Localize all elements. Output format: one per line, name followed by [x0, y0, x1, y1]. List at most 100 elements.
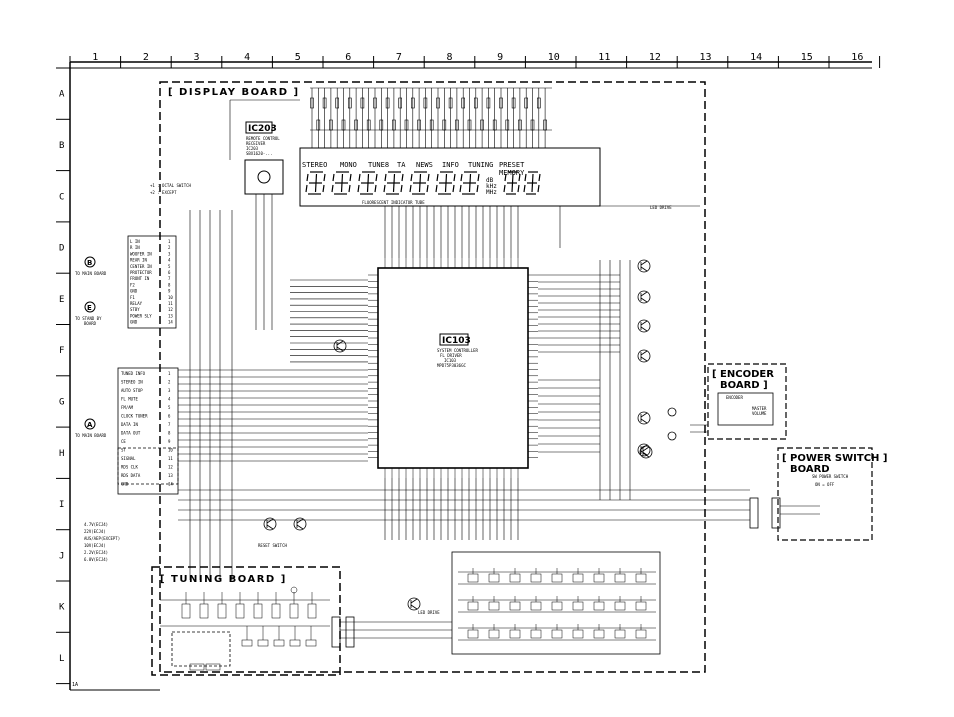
cn1-pin-number: 5 [168, 264, 171, 269]
fl-ind-mono: MONO [340, 161, 357, 169]
tuning-board-title: [ TUNING BOARD ] [160, 574, 287, 585]
cn1-pin-label: GND [130, 289, 138, 294]
cn2-pin-label: ST [121, 448, 126, 453]
cn1-pin-number: 6 [168, 270, 171, 275]
cn2-pin-label: DATA IN [121, 422, 138, 427]
cn1-pin-number: 11 [168, 301, 173, 306]
column-label: 16 [851, 52, 863, 63]
column-label: 2 [143, 52, 149, 63]
fl-ind-tuning: TUNING [468, 161, 493, 169]
column-label: 9 [497, 52, 503, 63]
cn1-pin-label: PROTECTOR [130, 270, 152, 275]
cn1-body [127, 235, 177, 329]
cn2-pin-number: 14 [168, 482, 173, 487]
connector-e-caption: TO STAND BY [75, 316, 102, 321]
voltage-note: 10V(ECJ4) [84, 543, 106, 548]
fl-unit-khz: kHz [486, 183, 497, 190]
cn1-pin-number: 13 [168, 313, 173, 318]
encoder-board-title: [ ENCODER [712, 369, 774, 380]
voltage-note: 22V(ECJ4) [84, 529, 106, 534]
reset-switch-label: RESET SWITCH [258, 543, 287, 548]
power-switch-label: SW POWER SWITCH [812, 474, 849, 479]
ic203-desc-1: REMOTE CONTROL [246, 136, 280, 141]
cn1-pin-number: 2 [168, 245, 171, 250]
cn1-pin-number: 14 [168, 320, 173, 325]
connector-a-id: A [87, 421, 93, 429]
row-label: B [59, 141, 64, 151]
ic203-desc-2: RECEIVER [246, 141, 266, 146]
fl-indicators: STEREO MONO TUNE8 TA NEWS INFO TUNING PR… [302, 161, 525, 177]
cn1-pin-label: POWER SLY [130, 313, 152, 318]
cn1-pin-number: 10 [168, 295, 173, 300]
connector-a: A TO MAIN BOARD [75, 418, 107, 438]
cn2-pin-number: 10 [168, 448, 173, 453]
fl-ind-stereo: STEREO [302, 161, 327, 169]
connector-e-id: E [87, 304, 92, 312]
cn1-pin-label: FRONT IN [130, 276, 150, 281]
fl-unit-mhz: MHz [486, 189, 497, 196]
cn2-pin-label: RDS DATA [121, 473, 141, 478]
fl-caption: FLUORESCENT INDICATOR TUBE [362, 200, 425, 205]
fl-digits [305, 171, 541, 195]
cn2-pin-number: 1 [168, 371, 171, 376]
cn1-pin-number: 12 [168, 307, 173, 312]
row-label: A [59, 90, 65, 100]
display-board-title: [ DISPLAY BOARD ] [168, 87, 300, 98]
column-label: 6 [345, 52, 351, 63]
cn-board-links [331, 497, 781, 648]
ic103-body [377, 267, 529, 469]
cn2-pin-number: 4 [168, 397, 171, 402]
cn1-pin-label: F2 [130, 282, 135, 287]
cn1-pin-label: RELAY [130, 301, 143, 306]
tuning-components [160, 586, 330, 671]
row-label: F [59, 346, 64, 356]
connector-e-caption-2: BOARD [84, 321, 97, 326]
cn1-pin-label: R IN [130, 245, 140, 250]
column-label: 5 [295, 52, 301, 63]
encoder-part: ENCODER [726, 395, 743, 400]
cn1-pin-label: L IN [130, 239, 140, 244]
column-label: 4 [244, 52, 250, 63]
cn2-pin-number: 8 [168, 431, 171, 436]
wiring [178, 99, 820, 639]
connector-e: E TO STAND BY BOARD [75, 301, 102, 326]
cn1-pin-label: STBY [130, 307, 140, 312]
cn1-pin-label: F1 [130, 295, 135, 300]
cn1-pin-number: 9 [168, 289, 171, 294]
cn1-pin-label: REAR IN [130, 258, 147, 263]
encoder-block [717, 392, 774, 426]
fl-ind-preset: PRESET [499, 161, 525, 169]
switch-matrix-outline [451, 551, 661, 655]
row-label: E [59, 295, 64, 305]
fl-ind-news: NEWS [416, 161, 433, 169]
cn2-pin-number: 2 [168, 380, 171, 385]
voltage-note: 2.2V(ECJ4) [84, 550, 108, 555]
power-switch-title-2: BOARD [790, 464, 830, 475]
column-label: 12 [649, 52, 661, 63]
cn2-pin-label: RDS CLK [121, 465, 138, 470]
row-label: G [59, 397, 64, 407]
row-label: L [59, 654, 64, 664]
row-label: D [59, 244, 64, 254]
ic103-label: IC103 [442, 336, 471, 346]
cn2-pin-label: GND [121, 482, 129, 487]
fl-ind-ta: TA [397, 161, 406, 169]
ic103-pins [368, 258, 538, 478]
cn2-pin-number: 9 [168, 439, 171, 444]
cn1-pin-number: 7 [168, 276, 171, 281]
cn2-highlight [117, 447, 179, 485]
row-label: I [59, 500, 64, 510]
fl-unit-db: dB [486, 177, 494, 184]
ic103-desc-4: MPD75P3036GC [437, 363, 466, 368]
row-label: K [59, 603, 65, 613]
connector-b: B TO MAIN BOARD [75, 256, 107, 276]
column-label: 13 [700, 52, 712, 63]
fl-tube-outline [299, 147, 601, 207]
power-switch-state: ON = OFF [815, 482, 835, 487]
led-drive-label: LED DRIVE [418, 610, 440, 615]
ic103-desc-2: FL DRIVER [440, 353, 462, 358]
column-label: 1 [92, 52, 98, 63]
cn1-pin-label: WOOFER IN [130, 251, 152, 256]
